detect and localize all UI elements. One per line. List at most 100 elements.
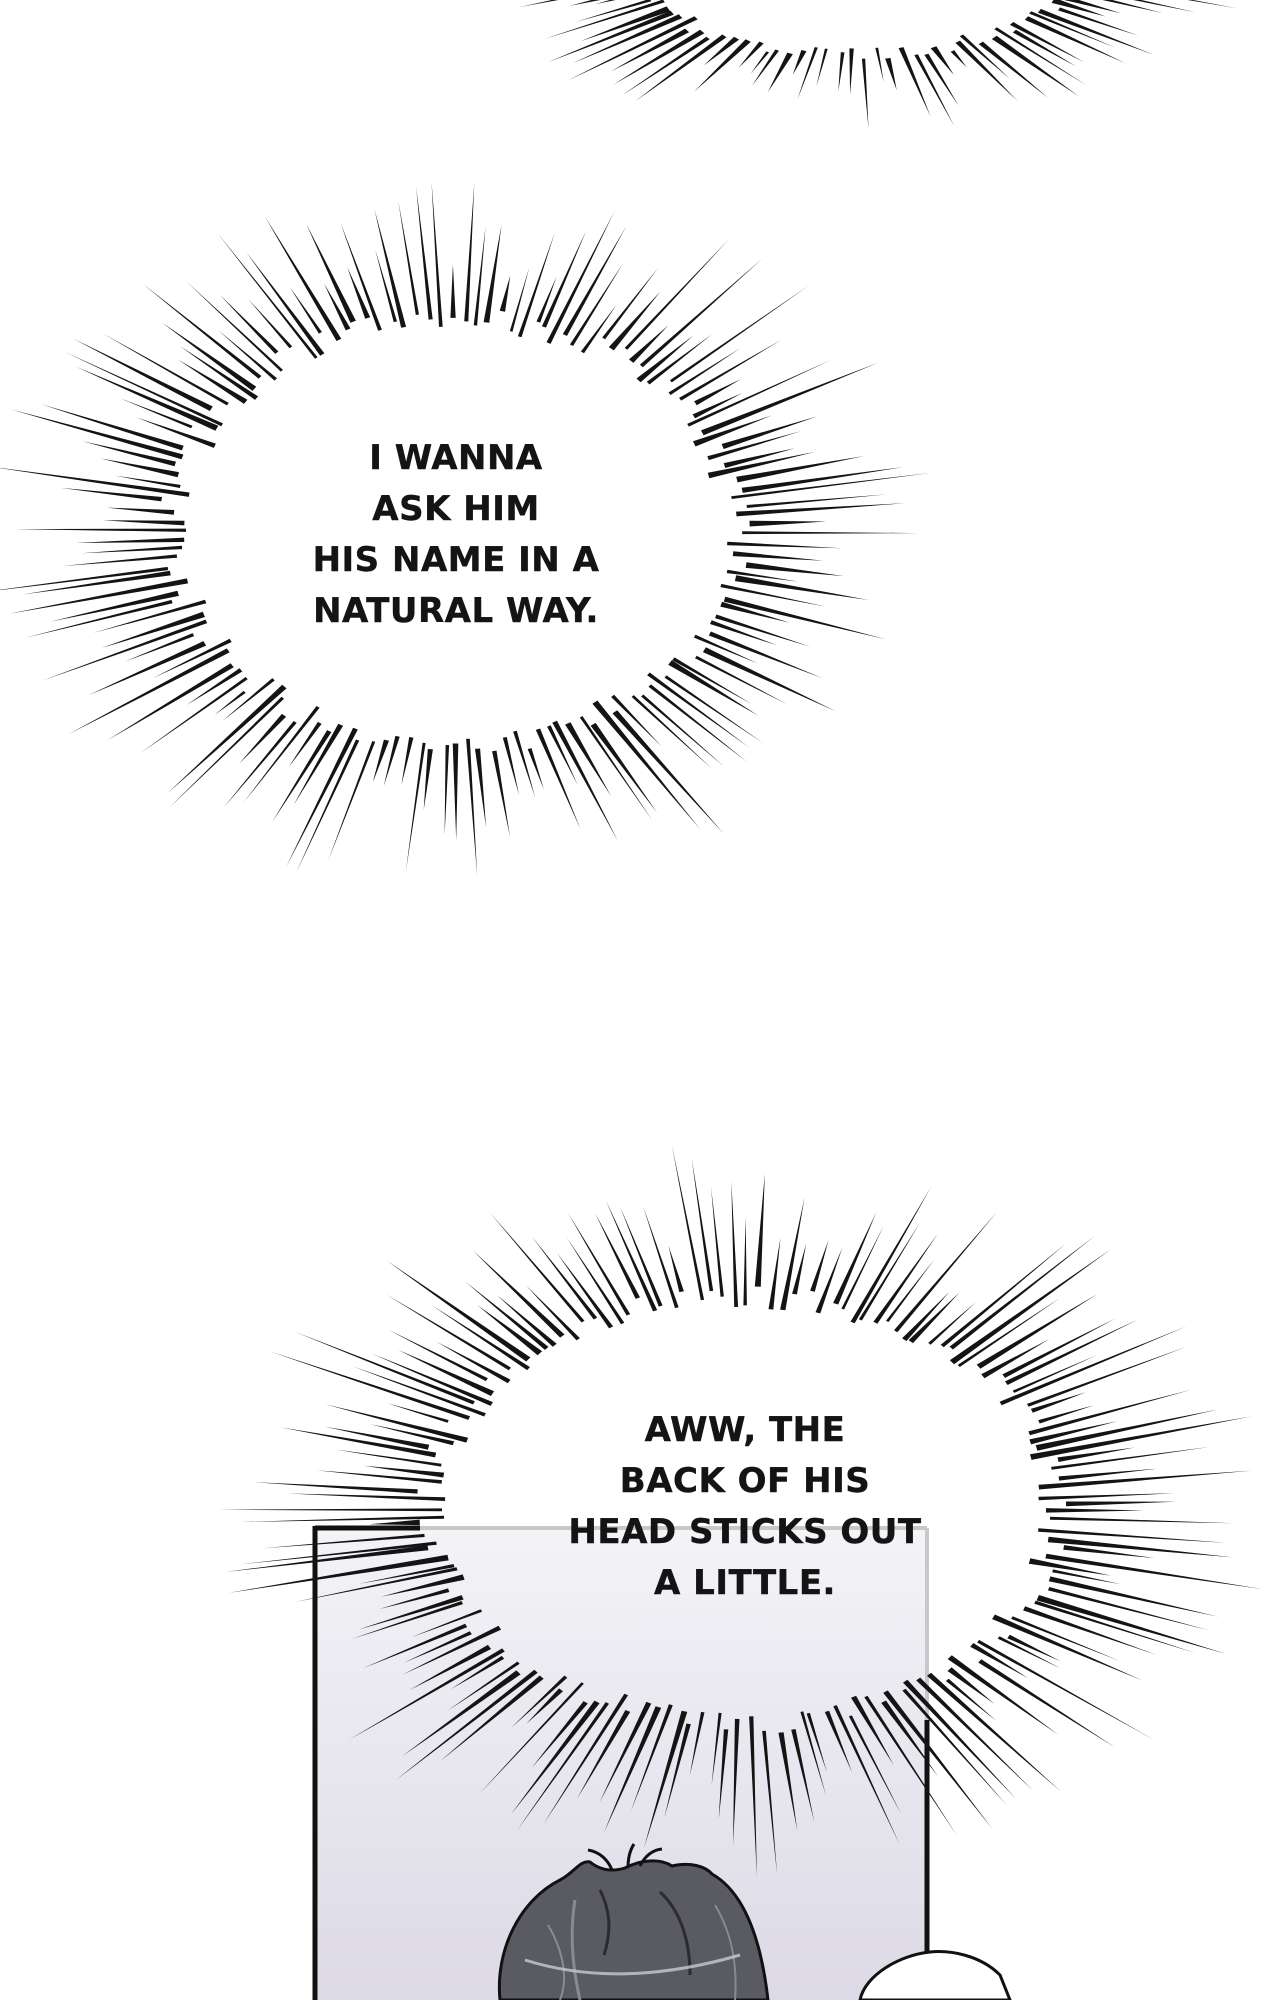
- speed-line: [464, 183, 475, 322]
- speed-line: [423, 749, 433, 810]
- speed-line: [0, 566, 169, 591]
- speed-line: [102, 520, 185, 526]
- speed-line: [1063, 1545, 1155, 1559]
- speed-line: [450, 264, 456, 318]
- speed-line: [398, 200, 419, 315]
- speed-line: [689, 1711, 705, 1776]
- speed-line: [517, 232, 555, 338]
- speed-line: [1038, 1470, 1253, 1490]
- speed-line: [1002, 1318, 1116, 1378]
- speed-line: [692, 393, 743, 419]
- speed-line: [687, 359, 832, 427]
- speed-line: [643, 1206, 679, 1309]
- speed-line: [447, 1661, 520, 1711]
- speed-line: [885, 57, 897, 91]
- speed-line-burst-2: [218, 1145, 1264, 1878]
- speed-line: [1036, 1595, 1227, 1655]
- speed-line: [509, 267, 530, 332]
- speed-line: [648, 684, 748, 763]
- speed-line: [978, 1659, 1116, 1748]
- speed-line: [924, 53, 959, 106]
- speed-line: [602, 268, 658, 340]
- speed-line: [541, 230, 587, 328]
- speed-line: [816, 48, 828, 87]
- speed-line: [14, 528, 186, 532]
- speed-line: [76, 366, 219, 431]
- speed-line: [240, 1541, 437, 1565]
- speed-line: [576, 0, 652, 22]
- speed-line: [736, 456, 865, 483]
- speed-line: [370, 1424, 455, 1446]
- speed-line: [1027, 1346, 1187, 1407]
- speed-line: [833, 1212, 877, 1305]
- speed-line: [62, 554, 178, 566]
- speed-line: [611, 694, 662, 747]
- speed-line: [73, 338, 213, 411]
- speed-line: [219, 294, 279, 354]
- speed-line: [1030, 1392, 1086, 1413]
- speed-line: [672, 657, 752, 705]
- speed-line: [120, 398, 193, 429]
- speed-line: [620, 1206, 663, 1307]
- speed-line-burst-top: [519, 0, 1238, 129]
- speed-line: [767, 52, 793, 93]
- speed-line: [386, 1294, 511, 1371]
- speed-line: [556, 1252, 614, 1329]
- speed-line: [378, 1588, 450, 1610]
- speed-line: [708, 631, 823, 679]
- speed-line: [1058, 7, 1139, 36]
- speed-line: [1057, 1447, 1135, 1462]
- speed-line: [736, 503, 905, 517]
- speed-line: [101, 611, 205, 648]
- speed-line: [883, 1690, 993, 1830]
- speed-line: [668, 348, 741, 395]
- speed-line: [631, 695, 713, 770]
- speed-line: [9, 578, 189, 614]
- speed-line: [1047, 1536, 1234, 1558]
- speed-line: [916, 1677, 1034, 1791]
- speed-line: [1029, 11, 1116, 48]
- speed-line: [997, 1636, 1061, 1669]
- speed-line: [351, 1601, 463, 1639]
- speed-line: [352, 1366, 486, 1417]
- speed-line: [694, 39, 751, 92]
- speed-line: [851, 1695, 894, 1766]
- speed-line: [981, 1339, 1050, 1379]
- speed-line: [754, 1173, 765, 1287]
- speed-line: [316, 1470, 442, 1484]
- speed-line: [1035, 1409, 1218, 1451]
- speed-line: [1045, 1553, 1264, 1590]
- speed-line: [886, 1259, 935, 1322]
- speed-line: [590, 722, 658, 813]
- speed-line: [732, 551, 824, 561]
- thought-text-1: I WANNA ASK HIM HIS NAME IN A NATURAL WA…: [271, 433, 641, 637]
- speed-line: [720, 601, 791, 623]
- speed-line: [636, 335, 694, 383]
- speed-line: [450, 1655, 505, 1690]
- speed-line: [707, 431, 801, 461]
- speed-line: [1038, 1493, 1175, 1501]
- speed-line: [955, 40, 1018, 102]
- speed-line: [664, 1723, 691, 1818]
- speed-line: [136, 417, 216, 448]
- speed-line: [272, 730, 332, 822]
- speed-line: [994, 27, 1087, 86]
- speed-line: [516, 1702, 609, 1831]
- speed-line: [873, 1233, 939, 1324]
- speed-line: [569, 262, 624, 346]
- speed-line: [693, 415, 772, 447]
- thought-line: HEAD STICKS OUT: [568, 1512, 922, 1552]
- speed-line: [806, 1712, 827, 1773]
- speed-line: [306, 223, 356, 323]
- speed-line: [452, 743, 459, 841]
- speed-line: [543, 1693, 629, 1825]
- speed-line: [369, 1519, 420, 1526]
- speed-line: [841, 1225, 884, 1310]
- speed-line: [1012, 1355, 1097, 1393]
- speed-line: [731, 472, 932, 499]
- speed-line: [1065, 1501, 1176, 1507]
- speed-line: [752, 49, 779, 86]
- speed-line: [22, 570, 171, 595]
- speed-line: [510, 1700, 600, 1815]
- speed-line: [723, 596, 887, 640]
